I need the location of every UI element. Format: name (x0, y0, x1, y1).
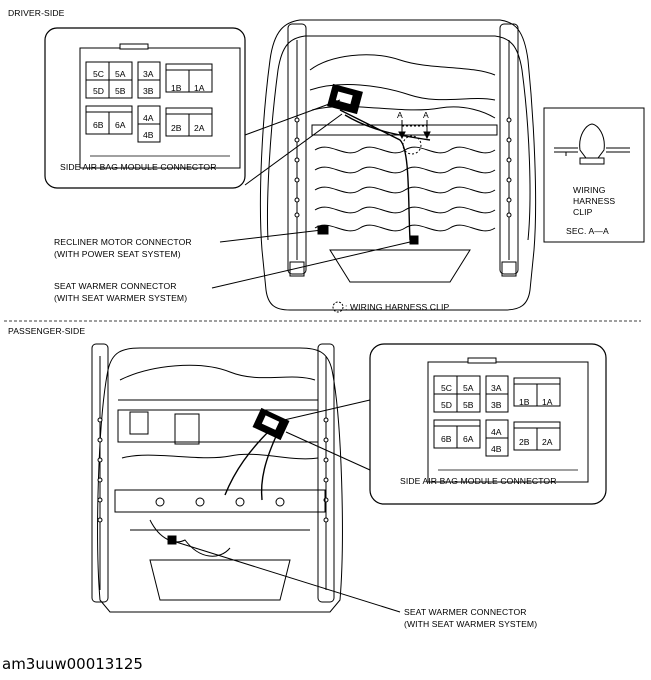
cell-4A: 4A (143, 113, 154, 123)
cell-5D: 5D (441, 400, 452, 410)
reference-id: am3uuw00013125 (2, 655, 143, 673)
cell-5A: 5A (463, 383, 474, 393)
section-mark-a-right: A (423, 110, 429, 120)
section-view-line2: HARNESS (573, 196, 616, 206)
driver-warmer-label-line1: SEAT WARMER CONNECTOR (54, 281, 177, 291)
cell-3A: 3A (491, 383, 502, 393)
passenger-side-title: PASSENGER-SIDE (8, 326, 86, 336)
clip-legend-icon (332, 301, 344, 313)
section-view-line3: CLIP (573, 207, 593, 217)
section-mark-a-left: A (397, 110, 403, 120)
driver-seat-drawing (259, 19, 537, 311)
cell-2B: 2B (519, 437, 530, 447)
cell-5B: 5B (115, 86, 126, 96)
cell-6A: 6A (115, 120, 126, 130)
cell-5B: 5B (463, 400, 474, 410)
cell-5C: 5C (441, 383, 452, 393)
wiring-diagram: 5C 5A 5D 5B 3A 3B 1B 1A 6B 6A 4A 4B 2B 2… (4, 19, 645, 613)
cell-4A: 4A (491, 427, 502, 437)
passenger-seat-drawing (91, 343, 343, 613)
cell-1A: 1A (194, 83, 205, 93)
passenger-connector-label: SIDE AIR BAG MODULE CONNECTOR (400, 476, 557, 486)
cell-1B: 1B (171, 83, 182, 93)
section-view-line1: WIRING (573, 185, 606, 195)
driver-connector-label: SIDE AIR BAG MODULE CONNECTOR (60, 162, 217, 172)
cell-5D: 5D (93, 86, 104, 96)
cell-3B: 3B (491, 400, 502, 410)
driver-connector-cells: 5C 5A 5D 5B 3A 3B 1B 1A 6B 6A 4A 4B 2B 2… (93, 69, 205, 140)
cell-1A: 1A (542, 397, 553, 407)
recliner-label-line2: (WITH POWER SEAT SYSTEM) (54, 249, 181, 259)
driver-side-title: DRIVER-SIDE (8, 8, 65, 18)
passenger-warmer-label-line2: (WITH SEAT WARMER SYSTEM) (404, 619, 538, 629)
cell-6B: 6B (93, 120, 104, 130)
cell-4B: 4B (143, 130, 154, 140)
cell-3B: 3B (143, 86, 154, 96)
cell-6A: 6A (463, 434, 474, 444)
passenger-warmer-label-line1: SEAT WARMER CONNECTOR (404, 607, 527, 617)
cell-5A: 5A (115, 69, 126, 79)
cell-2B: 2B (171, 123, 182, 133)
cell-5C: 5C (93, 69, 104, 79)
cell-3A: 3A (143, 69, 154, 79)
driver-warmer-label-line2: (WITH SEAT WARMER SYSTEM) (54, 293, 188, 303)
cell-2A: 2A (542, 437, 553, 447)
section-view-caption: SEC. A—A (566, 226, 609, 236)
recliner-label-line1: RECLINER MOTOR CONNECTOR (54, 237, 192, 247)
cell-4B: 4B (491, 444, 502, 454)
wiring-harness-clip-section-icon (554, 123, 630, 165)
cell-2A: 2A (194, 123, 205, 133)
cell-1B: 1B (519, 397, 530, 407)
passenger-connector-cells: 5C 5A 5D 5B 3A 3B 1B 1A 6B 6A 4A 4B 2B 2… (441, 383, 553, 454)
clip-legend-label: : WIRING HARNESS CLIP (345, 302, 450, 312)
cell-6B: 6B (441, 434, 452, 444)
